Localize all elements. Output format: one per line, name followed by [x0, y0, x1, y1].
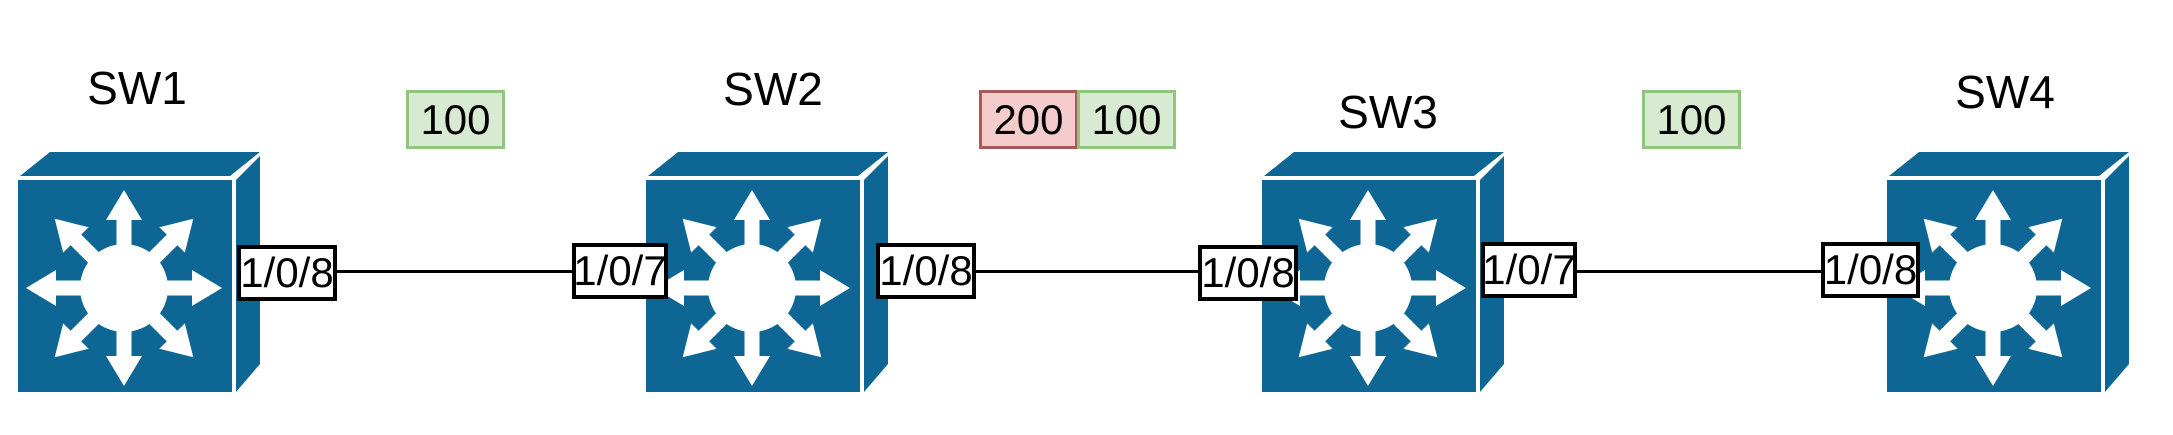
- switch-icon: [1885, 152, 2129, 394]
- switch-label-sw2: SW2: [723, 63, 823, 115]
- switch-icon: [16, 152, 260, 394]
- vlan-tag-blocked-200: 200: [979, 90, 1078, 149]
- port-label-sw3-right: 1/0/7: [1481, 242, 1577, 298]
- switch-icon: [644, 152, 888, 394]
- switch-node-sw4: [1885, 152, 2129, 394]
- vlan-tag-allowed-100: 100: [1077, 90, 1176, 149]
- vlan-tag-allowed-100: 100: [406, 90, 505, 149]
- port-label-sw2-right: 1/0/8: [876, 243, 976, 299]
- switch-node-sw2: [644, 152, 888, 394]
- port-label-sw1-right: 1/0/8: [237, 245, 337, 301]
- switch-label-sw1: SW1: [87, 62, 187, 114]
- port-label-sw3-left: 1/0/8: [1198, 245, 1298, 301]
- switch-node-sw1: [16, 152, 260, 394]
- switch-label-sw4: SW4: [1955, 66, 2055, 118]
- link-line-sw3-sw4: [1530, 270, 1874, 273]
- link-line-sw2-sw3: [925, 270, 1252, 273]
- port-label-sw2-left: 1/0/7: [572, 243, 668, 299]
- port-label-sw4-left: 1/0/8: [1821, 242, 1920, 298]
- link-line-sw1-sw2: [287, 270, 622, 273]
- switch-label-sw3: SW3: [1338, 86, 1438, 138]
- vlan-tag-allowed-100: 100: [1642, 90, 1741, 149]
